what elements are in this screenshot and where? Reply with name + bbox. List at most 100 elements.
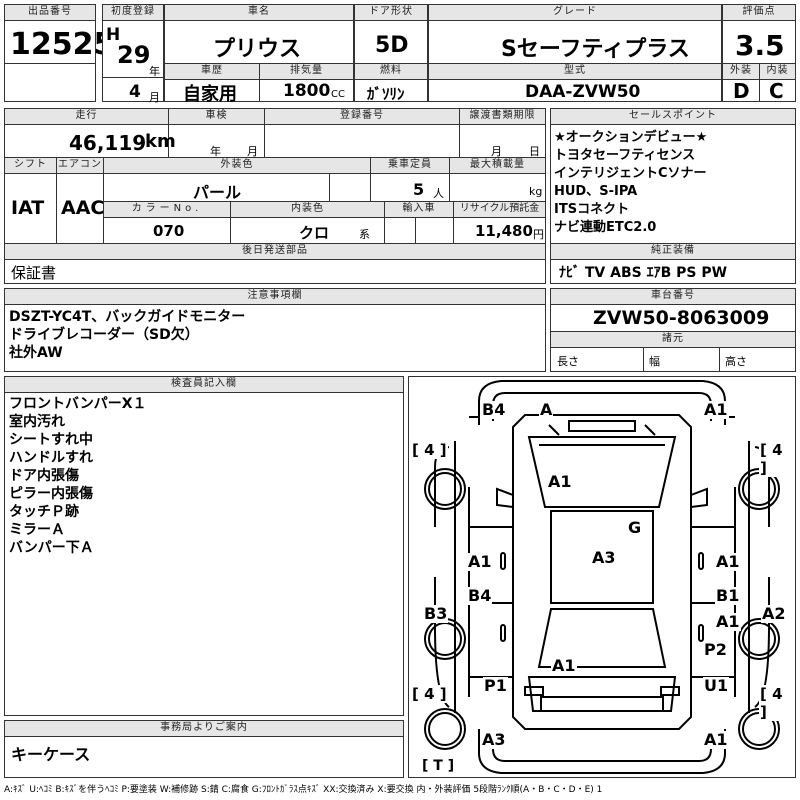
genuine-equipment: ﾅﾋﾞ TV ABS ｴｱB PS PW [559,265,728,281]
inspector-box: 検査員記入欄 フロントバンパーX１ 室内汚れ シートすれ中 ハンドルすれ ドア内… [4,376,404,716]
fuel-header: 燃料 [355,64,427,80]
damage-mark-right-rear-door: B1 [715,586,741,605]
transfer-deadline-header: 譲渡書類期限 [460,109,545,125]
mileage-header: 走行 [5,109,168,125]
damage-mark-right-quarter: A2 [761,604,787,623]
exterior-color-header: 外装色 [104,158,370,174]
office-note: キーケース [11,745,91,764]
chassis-header: 車台番号 [551,289,795,305]
shift-type: IAT [11,197,45,219]
car-diagram-box: B4 A A1 [ 4 ] [ 4 ] A1 G A3 A1 A1 B4 B1 … [408,376,796,778]
notes-header: 注意事項欄 [5,289,545,305]
vehicle-history: 自家用 [183,84,237,105]
registration-month: 4 [129,82,141,102]
damage-mark-left-rear-door: B4 [467,586,493,605]
model-header: 型式 [429,64,721,80]
grade-header: グレード [429,5,721,21]
later-parts: 保証書 [11,264,57,282]
later-parts-header: 後日発送部品 [5,244,545,260]
door-header: ドア形状 [355,5,427,21]
month-unit: 月 [149,91,160,104]
car-name: プリウス [213,37,302,62]
aircon-header: エアコン [57,158,103,174]
exterior-grade: D [733,79,750,103]
exterior-color: パール [193,183,242,202]
office-box: 事務局よりご案内 キーケース [4,720,404,778]
max-load-header: 最大積載量 [450,158,545,174]
lot-number-header: 出品番号 [5,5,95,21]
score-header: 評価点 [723,5,795,21]
damage-mark-right-rear: U1 [703,676,730,695]
notes-box: 注意事項欄 DSZT-YC4T、バックガイドモニター ドライブレコーダー（SD欠… [4,288,546,372]
shift-header: シフト [5,158,56,174]
era-label: H [106,25,121,45]
dims-header: 諸元 [551,332,795,348]
spare-tire-mark: [ T ] [421,757,456,775]
width-label: 幅 [649,355,660,368]
reg-number-header: 登録番号 [265,109,459,125]
office-header: 事務局よりご案内 [5,721,403,737]
history-header: 車歴 [165,64,259,80]
damage-mark-front-left-bumper: B4 [481,400,507,419]
import-header: 輸入車 [385,202,453,218]
seating-capacity: 5 [413,180,425,199]
damage-mark-right-front-door: A1 [715,552,741,571]
tire-rear-right: [ 4 ] [759,685,795,721]
interior-color-header: 内装色 [231,202,384,218]
inspector-header: 検査員記入欄 [5,377,403,393]
damage-mark-left-front-door: A1 [467,552,493,571]
yen-unit: 円 [533,228,544,241]
tire-front-right: [ 4 ] [759,441,795,477]
displacement-header: 排気量 [260,64,353,80]
legend-text: A:ｷｽﾞ U:ﾍｺﾐ B:ｷｽﾞを伴うﾍｺﾐ P:要塗装 W:補修跡 S:錆 … [4,785,603,795]
sales-point-box: セールスポイント ★オークションデビュー★ トヨタセーフティセンス インテリジェ… [550,108,796,284]
notes-text: DSZT-YC4T、バックガイドモニター ドライブレコーダー（SD欠） 社外AW [9,309,246,361]
damage-mark-roof: A3 [591,548,617,567]
inspector-notes: フロントバンパーX１ 室内汚れ シートすれ中 ハンドルすれ ドア内張傷 ピラー内… [9,396,147,556]
aircon-type: AAC [61,197,105,219]
mileage: 46,119 [69,131,147,155]
damage-mark-hood: A1 [547,472,573,491]
year-unit: 年 [149,65,160,78]
transfer-month-unit: 月 [491,145,502,158]
mileage-block: 走行 車検 登録番号 譲渡書類期限 46,119 km 年 月 月 日 シフト … [4,108,546,284]
kei-unit: 系 [359,228,370,241]
first-registration-header: 初度登録 [103,5,163,21]
damage-mark-right-rear-fender: P2 [703,640,728,659]
damage-mark-windshield: G [627,518,643,537]
car-diagram [424,380,780,774]
tire-rear-left: [ 4 ] [411,685,448,703]
recycle-deposit-header: リサイクル預託金 [454,202,545,218]
height-label: 高さ [725,355,747,368]
fuel-type: ｶﾞｿﾘﾝ [367,85,405,103]
damage-mark-rear-left-bumper: A3 [481,730,507,749]
damage-mark-rear-window: A1 [551,656,577,675]
cc-unit: CC [331,89,345,100]
score-box: 評価点 3.5 外装 内装 D C [722,4,796,103]
kg-unit: kg [529,185,543,198]
tire-front-left: [ 4 ] [411,441,448,459]
lot-number-box: 出品番号 12525 [4,4,114,102]
person-unit: 人 [433,187,444,200]
first-registration-box: 初度登録 H 29 年 4 月 [102,4,164,104]
lot-number: 12525 [10,27,115,62]
damage-mark-left-quarter: B3 [423,604,449,623]
damage-mark-front-right-bumper: A1 [703,400,729,419]
door-box: ドア形状 5D 燃料 ｶﾞｿﾘﾝ [354,4,428,103]
car-name-header: 車名 [165,5,353,21]
car-name-box: 車名 プリウス 車歴 排気量 自家用 1800 CC [164,4,354,105]
inspection-month-unit: 月 [247,145,258,158]
grade-box: グレード Sセーフティプラス 型式 DAA-ZVW50 [428,4,722,102]
damage-mark-rear-right-bumper: A1 [703,730,729,749]
transfer-day-unit: 日 [529,145,540,158]
interior-grade-header: 内装 [760,64,795,80]
color-number: 070 [153,222,185,240]
model-code: DAA-ZVW50 [525,82,641,102]
interior-grade: C [769,79,784,103]
mileage-unit: km [145,131,176,152]
capacity-header: 乗車定員 [371,158,449,174]
grade: Sセーフティプラス [501,37,690,62]
sales-point-header: セールスポイント [551,109,795,125]
recycle-deposit: 11,480 [475,222,533,240]
length-label: 長さ [557,355,579,368]
